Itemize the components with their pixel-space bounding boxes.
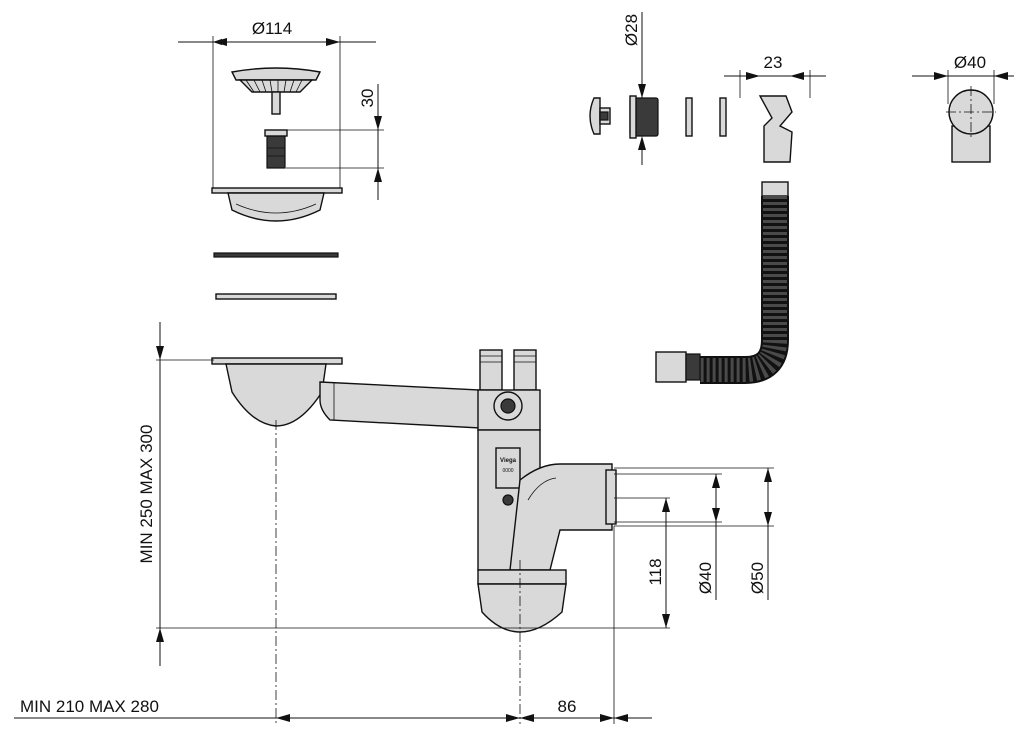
strainer-exploded-view: Ø114 30 [178, 19, 384, 300]
gasket-ring-upper [213, 252, 339, 258]
dim-strainer-diameter: Ø114 [252, 19, 292, 38]
overflow-seal-1 [685, 97, 693, 137]
dim-outlet-inner-diameter: Ø40 [696, 562, 715, 594]
siphon-assembly: Viega 0000 [211, 349, 617, 633]
dim-outlet-offset: 86 [558, 697, 577, 716]
dim-horizontal-range: MIN 210 MAX 280 [20, 697, 159, 716]
dim-overflow-width: 23 [764, 53, 783, 72]
dim-trap-height-range: MIN 250 MAX 300 [137, 425, 156, 564]
dim-tailpiece-height: 30 [358, 89, 377, 108]
label-plate-code: 0000 [502, 468, 513, 474]
overflow-body [758, 95, 793, 163]
dim-outlet-outer-diameter: Ø50 [748, 562, 767, 594]
dim-outlet-height: 118 [646, 558, 665, 585]
overflow-parts: Ø28 23 [589, 12, 826, 165]
gasket-ring-lower [215, 293, 337, 300]
main-dimensions: MIN 250 MAX 300 118 Ø40 Ø50 MIN 210 MAX … [14, 322, 774, 724]
label-plate-brand: Viega [500, 458, 517, 464]
overflow-connector: Ø40 [912, 53, 1014, 163]
strainer-basket [230, 67, 322, 115]
overflow-cap [589, 97, 611, 135]
strainer-stem [264, 129, 288, 169]
sink-outlet-bowl [211, 187, 343, 222]
dim-cap-diameter: Ø28 [622, 14, 641, 46]
overflow-seal-2 [719, 97, 727, 137]
dim-connector-diameter: Ø40 [954, 53, 986, 72]
overflow-hose [655, 181, 789, 384]
